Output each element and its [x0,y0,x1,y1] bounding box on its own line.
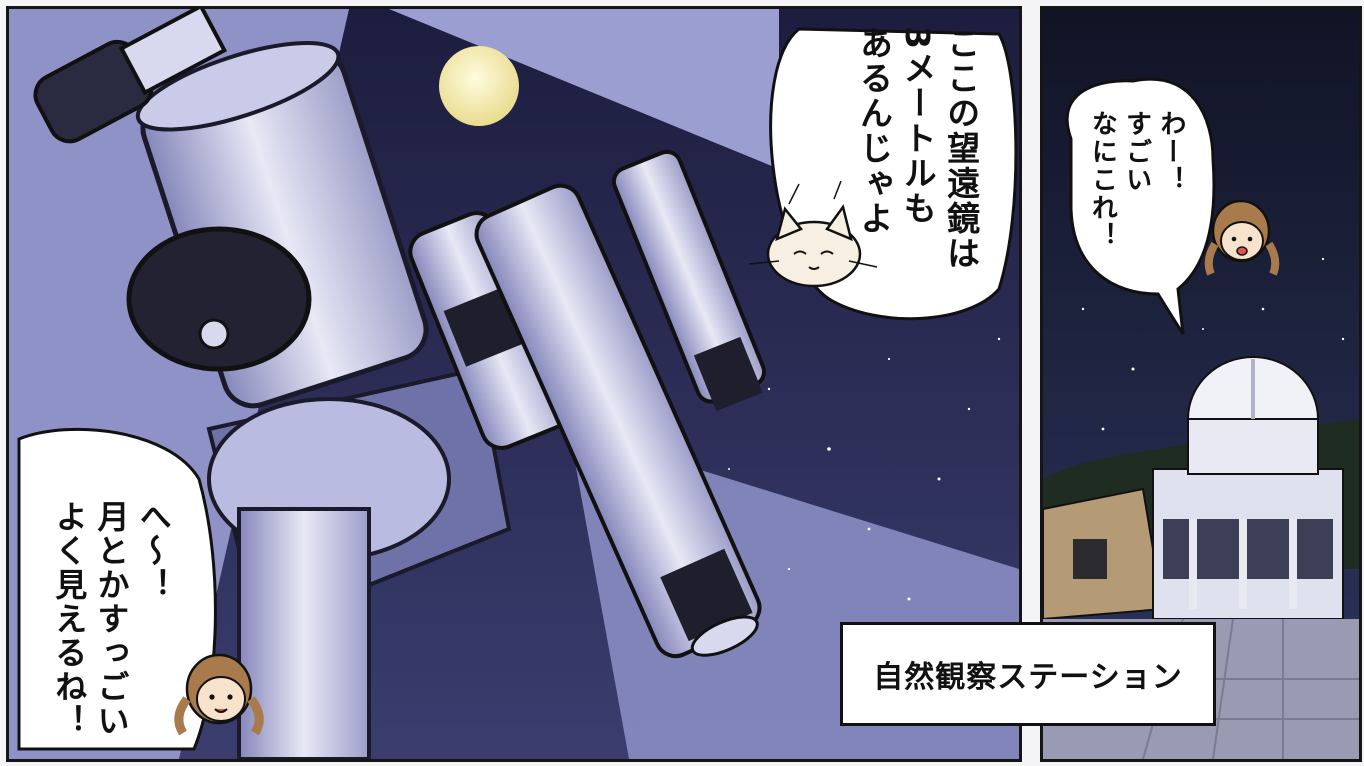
moon-icon [439,46,519,126]
observatory-dome-icon [1186,356,1320,475]
girl-character-icon [1204,199,1280,276]
location-caption-text: 自然観察ステーション [873,660,1183,695]
location-caption-box: 自然観察ステーション [840,622,1216,726]
girl-speech-text-right: わー！ すごい なにこれ！ [1087,110,1186,250]
cat-mascot-icon [748,180,878,288]
cat-speech-text: ここの望遠鏡は 3メートルも あるんじゃよ [854,26,981,271]
girl-speech-bubble-right [1065,77,1216,335]
girl-speech-text-left: へ〜！ 月とかすっごい よく見えるね！ [50,500,173,738]
girl-character-icon [174,653,264,736]
